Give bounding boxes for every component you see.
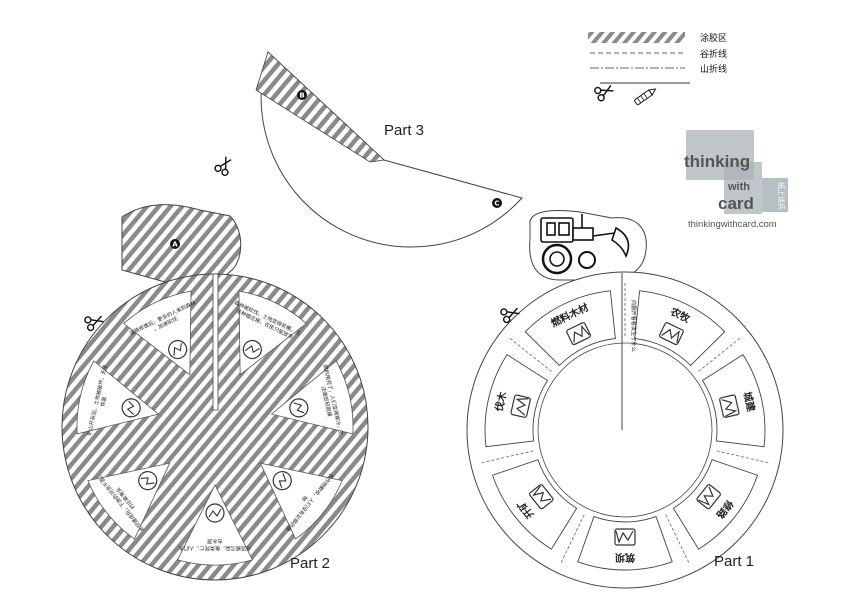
- logo-word-with: with: [727, 181, 750, 193]
- logo-panel-side: [762, 178, 788, 212]
- part1-segment-illustration-icon: [719, 394, 740, 418]
- part2-panel-illustration-icon: [121, 398, 141, 418]
- part1-fold-line: [716, 450, 770, 464]
- logo-word-thinking: thinking: [684, 152, 750, 171]
- part3-piece: B C Part 3: [214, 51, 523, 248]
- legend-glue-swatch: [588, 32, 685, 43]
- part1-segment: [672, 459, 759, 550]
- part3-label: Part 3: [384, 122, 424, 139]
- part2-panel: [270, 360, 354, 435]
- part2-panel-illustration-icon: [289, 398, 309, 418]
- part2-scissors-icon: [84, 315, 104, 332]
- part1-segment-illustration-icon: [566, 322, 591, 346]
- part2-panel-illustration-icon: [205, 503, 225, 523]
- part1-segment: [701, 354, 766, 448]
- part1-fold-line: [509, 337, 552, 372]
- part1-segments: 燃料木材农牧城建修路筑坝开矿伐木: [480, 282, 770, 571]
- part2-panel-illustration-icon: [272, 471, 292, 491]
- part1-note: 向翻开看看发生了什么: [630, 300, 638, 352]
- part2-panel: [238, 290, 307, 376]
- part2-panel: [76, 360, 160, 435]
- part1-segment: [484, 354, 549, 448]
- part1-piece: 燃料木材农牧城建修路筑坝开矿伐木 向翻开看看发生了什么 Part 1: [466, 210, 784, 589]
- part2-slit: [212, 273, 219, 411]
- part1-fold-line: [665, 514, 690, 564]
- part1-segment-illustration-icon: [529, 484, 554, 510]
- part1-segment-illustration-icon: [696, 484, 721, 510]
- logo-chinese: 纸上谈兵: [777, 182, 786, 210]
- logo-panel-mid: [724, 162, 762, 214]
- legend-scissors-icon: [594, 85, 614, 102]
- part2-panel-text: 河流被污染，鱼类死亡，人们失去水源: [178, 538, 251, 553]
- part1-fold-line: [480, 450, 534, 464]
- part2-panel-illustration-icon: [168, 339, 188, 360]
- part1-segment-illustration-icon: [614, 528, 636, 546]
- part1-inner-ring: [537, 342, 713, 518]
- brand-url: thinkingwithcard.com: [688, 219, 777, 230]
- part1-fold-line: [560, 514, 585, 564]
- part1-segment: [491, 459, 578, 550]
- part1-fold-line: [698, 337, 741, 372]
- marker-c-label: C: [494, 200, 499, 208]
- part2-panel-illustration-icon: [138, 471, 158, 491]
- part1-segment-label: 筑坝: [615, 551, 635, 564]
- part3-scissors-icon: [214, 156, 232, 177]
- marker-b: [297, 90, 307, 100]
- marker-b-label: B: [299, 92, 304, 100]
- marker-c: [492, 198, 502, 208]
- legend-utility-knife-icon: [634, 88, 657, 106]
- part2-panel: [87, 462, 171, 540]
- part2-panel-illustration-icon: [242, 339, 262, 360]
- part3-glue-area: [255, 51, 385, 163]
- part2-panel: [177, 484, 253, 566]
- part2-glue-tab: [121, 204, 242, 283]
- part3-outline: [260, 51, 523, 248]
- brand-logo: thinking with card 纸上谈兵 thinkingwithcard…: [684, 130, 788, 230]
- legend-mountain-label: 山折线: [700, 63, 727, 75]
- tractor-icon: [540, 214, 630, 275]
- legend-glue-label: 涂胶区: [700, 32, 727, 44]
- part1-scissors-icon: [500, 307, 520, 324]
- marker-a: [170, 239, 180, 249]
- legend-valley-label: 谷折线: [700, 48, 727, 60]
- part1-segment: [577, 516, 673, 571]
- logo-word-card: card: [718, 194, 754, 213]
- part1-segment-illustration-icon: [659, 322, 684, 346]
- part1-label: Part 1: [714, 553, 754, 570]
- part2-piece: A 森林被砍伐，土地变得贫瘠，无法种植庄稼，农民只能放弃燃料用完了，人们变得寒冷…: [61, 204, 369, 581]
- part2-panel: [259, 462, 343, 540]
- legend: 涂胶区 谷折线 山折线: [588, 32, 727, 106]
- part1-segment-illustration-icon: [510, 394, 531, 418]
- part2-label: Part 2: [290, 555, 330, 572]
- marker-a-label: A: [172, 241, 178, 249]
